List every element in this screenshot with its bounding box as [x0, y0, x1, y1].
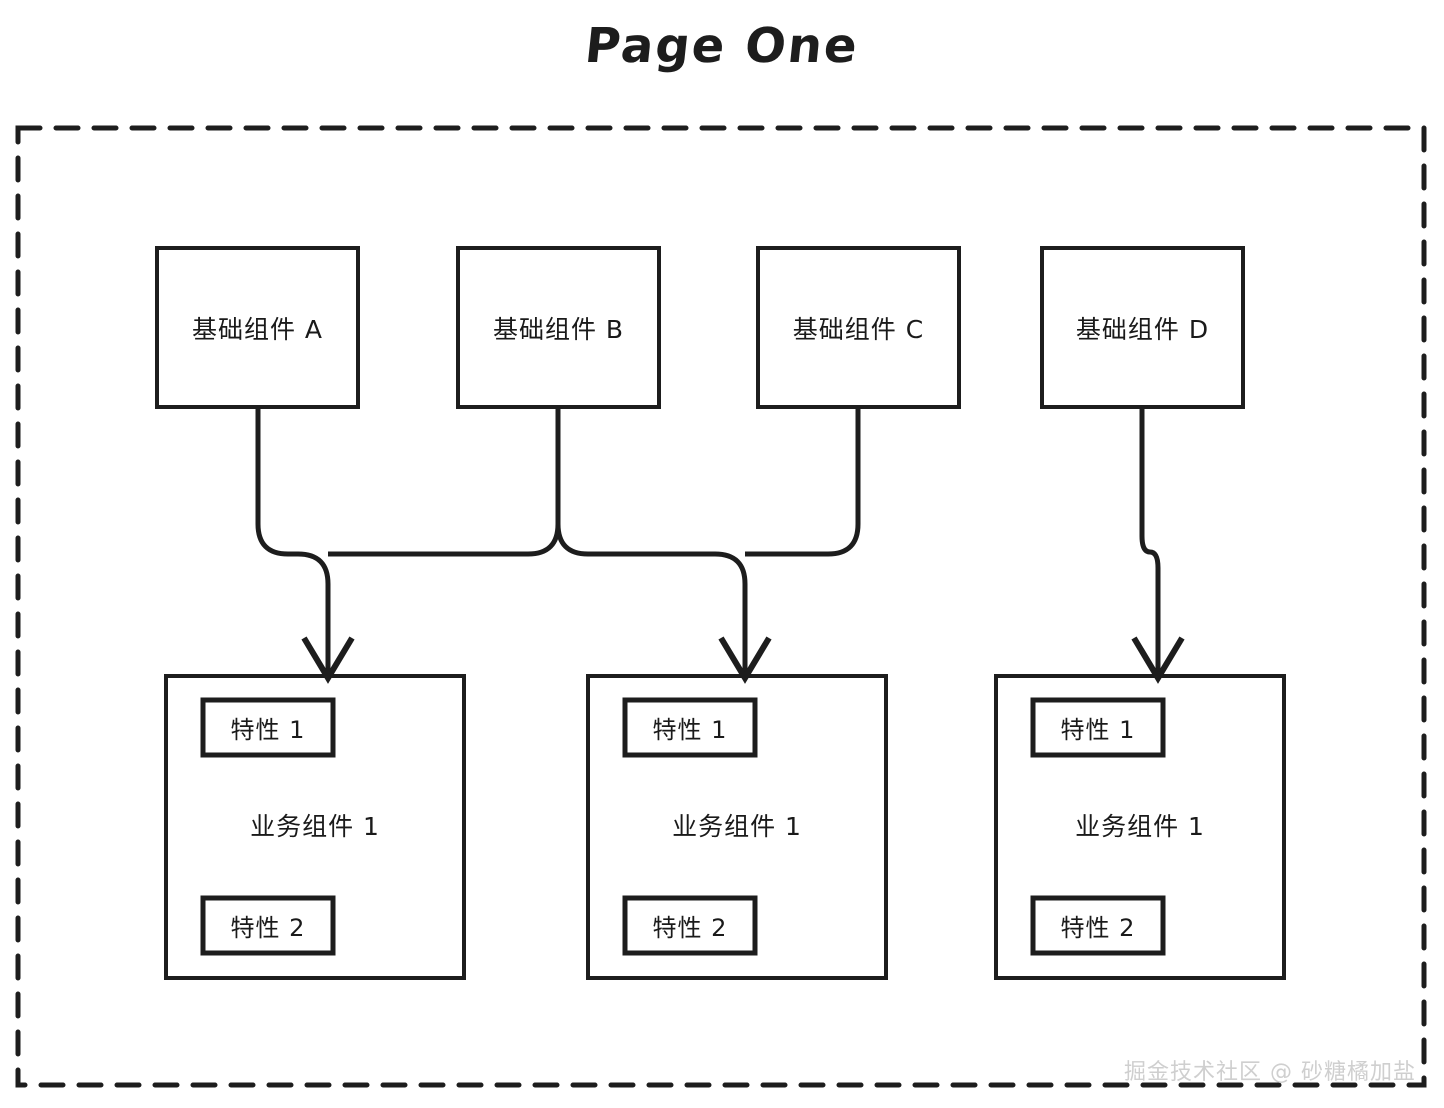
- feature-box-3-2[interactable]: [1030, 895, 1166, 956]
- feature-box-1-2[interactable]: [200, 895, 336, 956]
- feature-box-2-2[interactable]: [622, 895, 758, 956]
- connector-a-to-rail: [255, 409, 298, 557]
- connector-rail-to-arrow-1: [297, 551, 331, 676]
- dashed-container: [15, 125, 1427, 1088]
- arrowhead-1: [301, 636, 355, 684]
- watermark: 掘金技术社区 @ 砂糖橘加盐: [1124, 1060, 1416, 1085]
- connector-b-split-right: [555, 523, 589, 557]
- connector-c-to-rail: [827, 409, 861, 557]
- feature-box-3-1[interactable]: [1030, 697, 1166, 758]
- feature-box-2-1[interactable]: [622, 697, 758, 758]
- connector-d-to-arrow-3: [1139, 409, 1161, 676]
- base-component-box-d[interactable]: [1040, 246, 1245, 409]
- connector-b-split-left: [527, 523, 561, 557]
- base-component-box-c[interactable]: [756, 246, 961, 409]
- arrowhead-3: [1131, 636, 1185, 684]
- base-component-box-a[interactable]: [155, 246, 360, 409]
- feature-box-1-1[interactable]: [200, 697, 336, 758]
- arrowhead-2: [718, 636, 772, 684]
- base-component-box-b[interactable]: [456, 246, 661, 409]
- connector-rail-to-arrow-2: [714, 551, 748, 676]
